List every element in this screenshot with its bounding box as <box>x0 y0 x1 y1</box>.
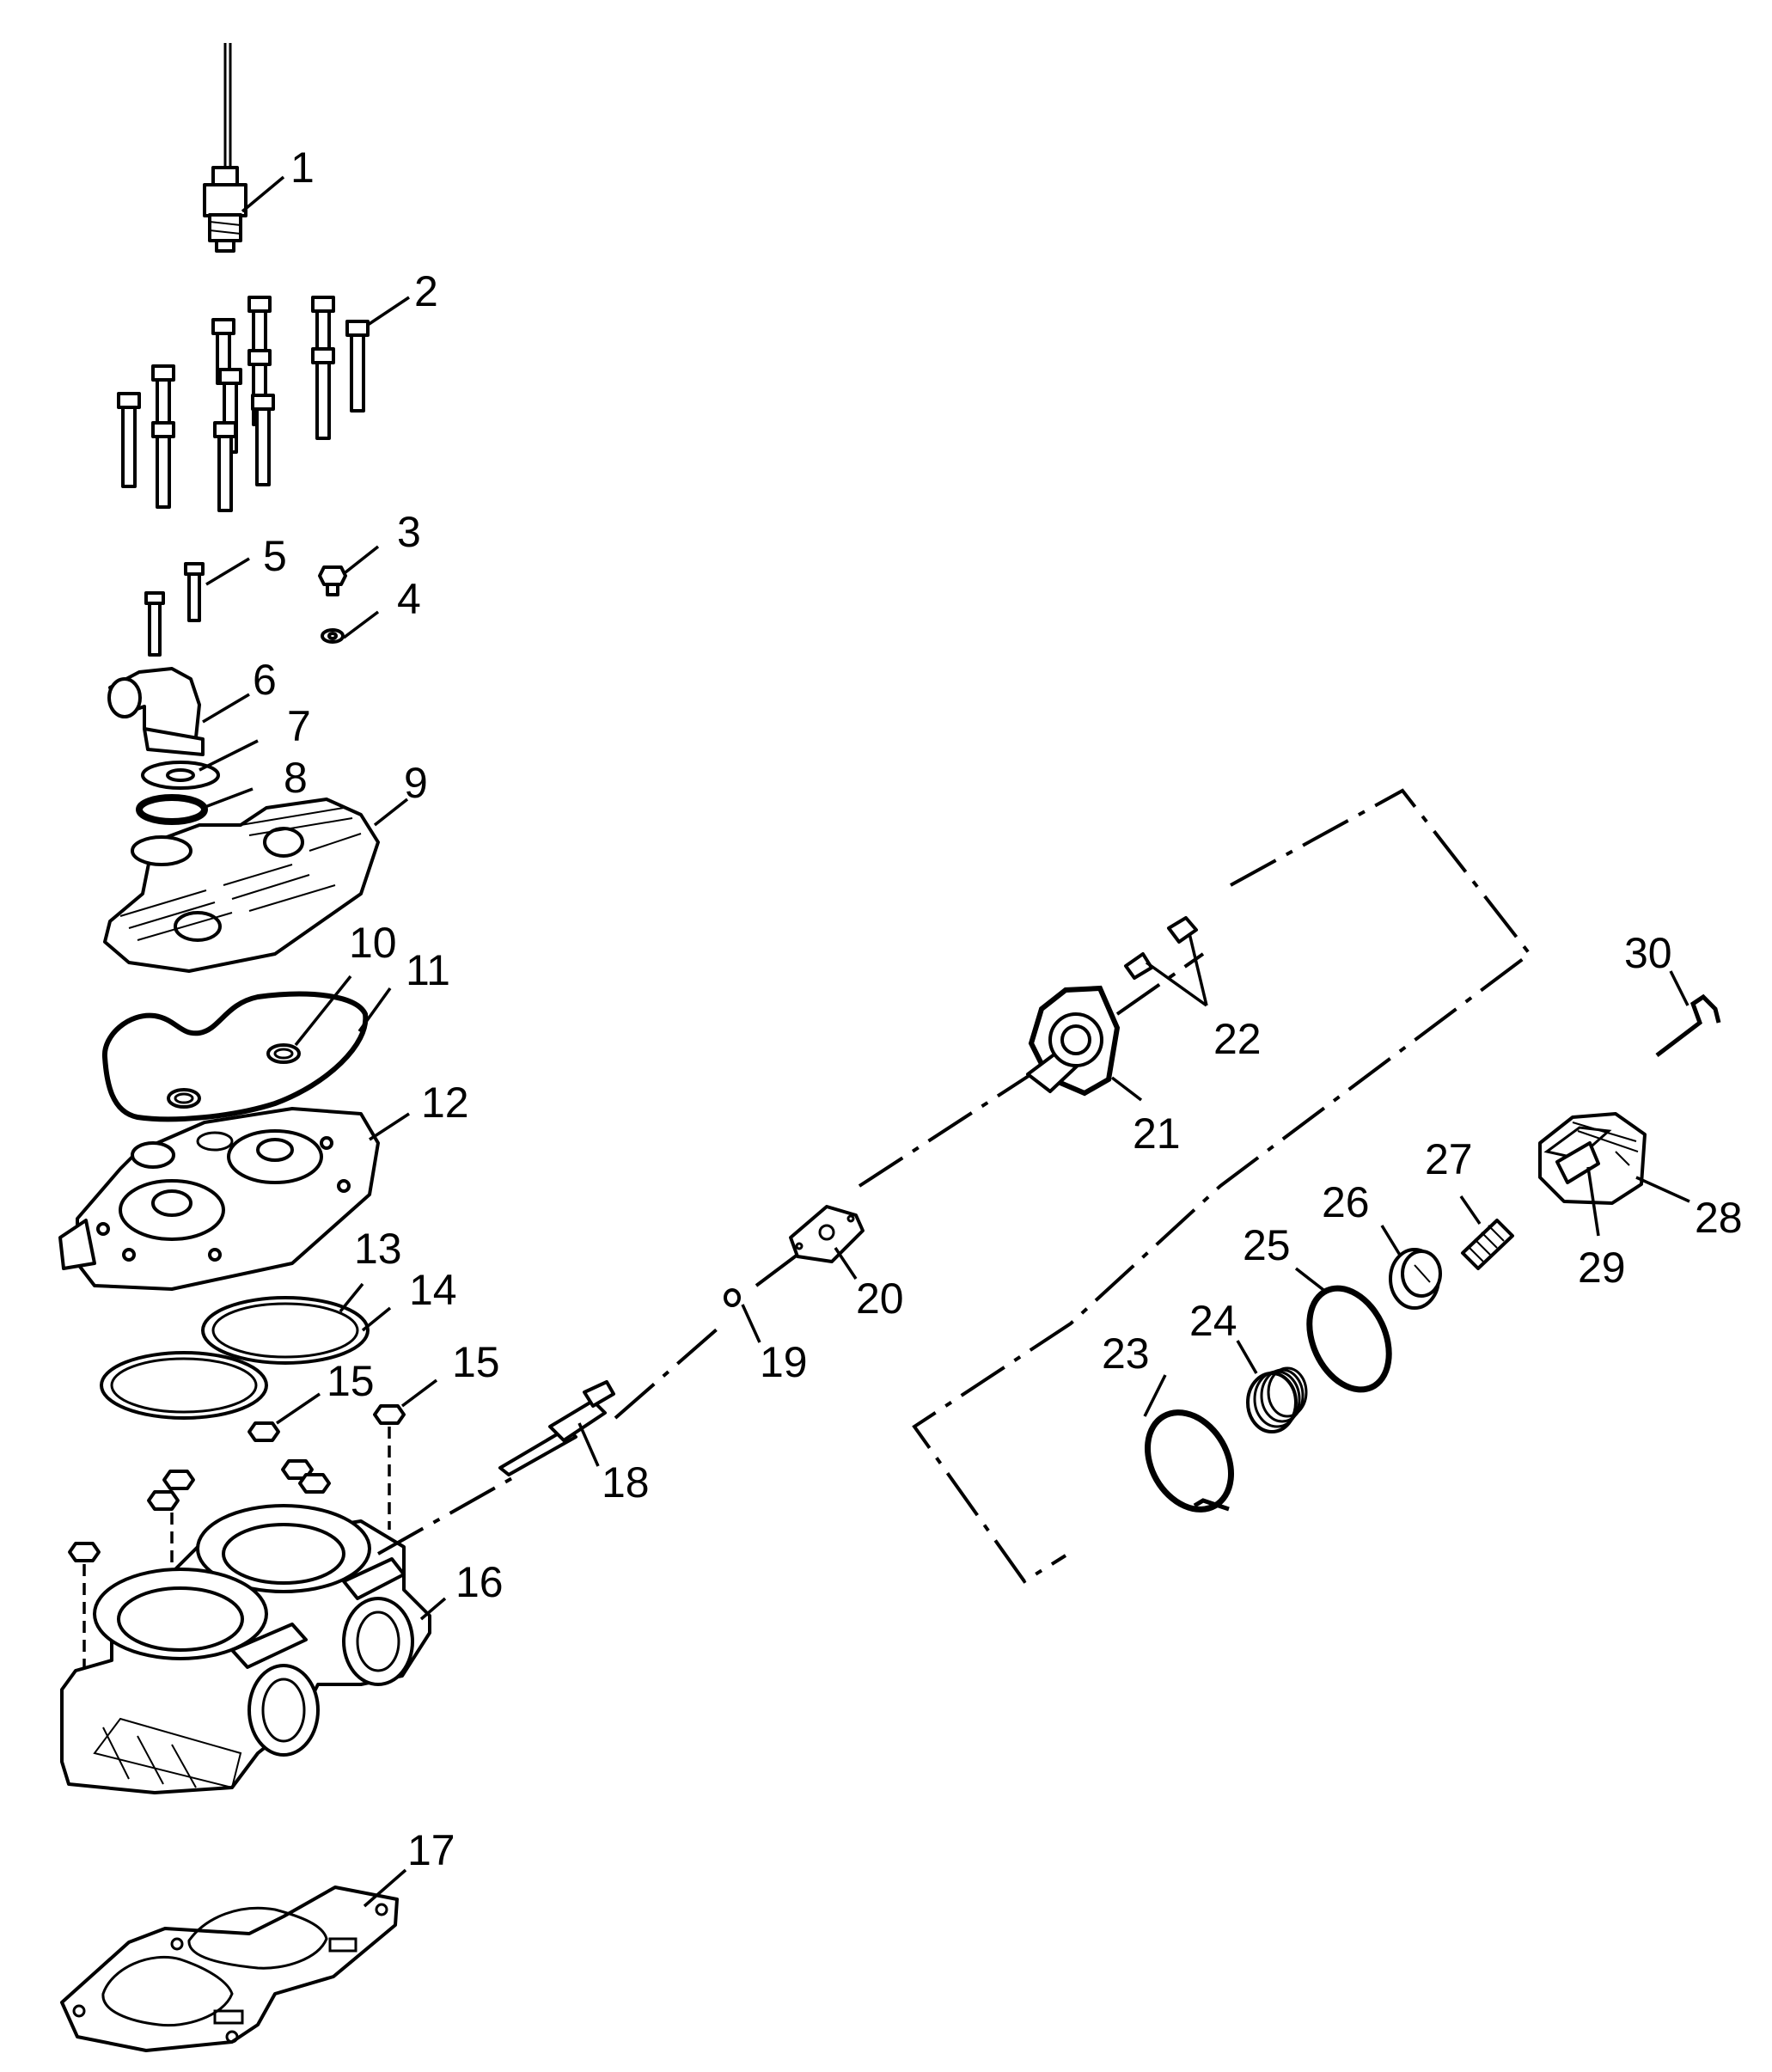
callout-29: 29 <box>1578 1244 1626 1292</box>
part-2-head-bolts <box>117 296 370 512</box>
part-27-spring <box>1461 1219 1514 1270</box>
callout-11: 11 <box>406 946 450 994</box>
part-25-ring <box>1306 1285 1392 1393</box>
callout-7: 7 <box>287 702 311 750</box>
callout-19: 19 <box>760 1338 808 1386</box>
part-23-clip <box>1145 1409 1234 1513</box>
callout-21: 21 <box>1133 1109 1181 1158</box>
part-17-base-gasket <box>60 1886 399 2052</box>
callout-13: 13 <box>354 1225 402 1273</box>
callout-2: 2 <box>414 267 438 315</box>
callout-15a: 15 <box>327 1357 375 1405</box>
callout-17: 17 <box>407 1826 455 1874</box>
assembly-centerline <box>377 952 1205 1556</box>
callout-18: 18 <box>602 1458 650 1507</box>
callout-30: 30 <box>1624 929 1672 977</box>
leader-lines <box>199 175 1690 1908</box>
callout-15b: 15 <box>452 1338 500 1386</box>
callout-4: 4 <box>397 575 421 623</box>
callout-9: 9 <box>404 759 428 807</box>
part-18-valve-shaft <box>498 1380 615 1476</box>
callout-12: 12 <box>421 1079 469 1127</box>
assembly-outline-frame <box>912 788 1532 1584</box>
callout-3: 3 <box>397 508 421 556</box>
callout-25: 25 <box>1243 1221 1291 1269</box>
callout-28: 28 <box>1695 1194 1743 1242</box>
callout-10: 10 <box>349 919 397 967</box>
part-15-nuts <box>68 1404 406 1667</box>
part-11-head-seal <box>101 991 369 1122</box>
callout-8: 8 <box>284 754 308 802</box>
part-5-screws <box>144 562 205 657</box>
callout-20: 20 <box>856 1274 904 1323</box>
part-12-cylinder-head <box>58 1107 380 1291</box>
part-19-o-ring <box>724 1288 741 1307</box>
part-1-temperature-sensor <box>203 43 247 253</box>
part-3-bolt <box>318 565 347 596</box>
part-21-valve-housing <box>1026 985 1121 1097</box>
callout-labels: 1 2 3 4 5 6 7 8 9 10 11 12 13 14 15 15 1… <box>253 144 1743 1874</box>
part-14-gasket-ring <box>100 1351 268 1420</box>
part-8-o-ring <box>136 794 208 825</box>
part-9-cylinder-head-cover <box>103 798 380 973</box>
part-10-o-rings <box>167 1043 301 1109</box>
part-6-outlet-elbow <box>107 667 205 756</box>
part-4-washer <box>321 628 345 644</box>
callout-6: 6 <box>253 656 277 704</box>
part-29-slot <box>1555 1141 1600 1184</box>
part-30-wire-clip <box>1655 993 1721 1057</box>
callout-14: 14 <box>409 1266 457 1314</box>
part-20-gasket <box>789 1205 865 1263</box>
callout-16: 16 <box>455 1558 504 1606</box>
callout-22: 22 <box>1213 1015 1262 1063</box>
part-22-screws <box>1124 916 1198 980</box>
callout-23: 23 <box>1102 1329 1150 1378</box>
callout-27: 27 <box>1425 1135 1473 1183</box>
part-16-cylinder-block <box>60 1504 431 1794</box>
callout-26: 26 <box>1322 1178 1370 1226</box>
part-26-cap <box>1389 1248 1442 1310</box>
callout-1: 1 <box>290 144 315 192</box>
part-13-gasket-ring <box>201 1296 370 1365</box>
callout-24: 24 <box>1189 1297 1237 1345</box>
part-24-bellows <box>1246 1366 1308 1433</box>
callout-5: 5 <box>263 532 287 580</box>
